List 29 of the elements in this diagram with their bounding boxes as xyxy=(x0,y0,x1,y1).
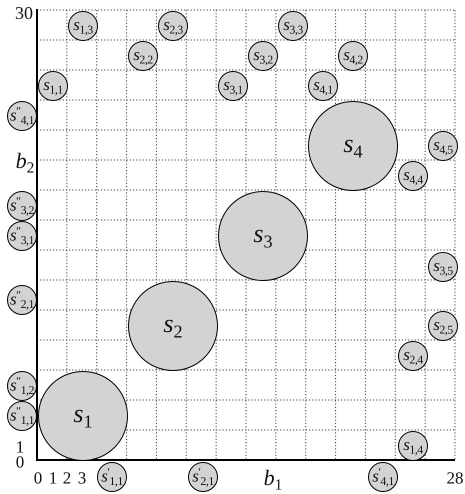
circle-node: s$_{2,3}$ xyxy=(158,11,188,41)
circle-node: s$_{3}$ xyxy=(218,191,308,281)
circle-node: s$_{3,1}$ xyxy=(218,71,248,101)
circle-node: s$_{4,2}$ xyxy=(338,41,368,71)
axis-tick-label: 0 xyxy=(16,454,24,470)
circle-node: s$_{1,3}$ xyxy=(68,11,98,41)
circle-node: s$_{2}$ xyxy=(128,281,218,371)
circle-node: s$_{4,4}$ xyxy=(398,161,428,191)
circle-node: s$_{2,2}$ xyxy=(128,41,158,71)
axis-tick-label: 1 xyxy=(48,470,58,486)
circle-node: s$_{2,4}$ xyxy=(398,341,428,371)
axis-tick-label: 30 xyxy=(15,4,33,22)
axis-label: b$_{1}$ xyxy=(264,467,282,493)
circle-node: s$_{4}$ xyxy=(308,101,398,191)
axis-tick-label: 0 xyxy=(34,470,42,486)
circle-node: s$_{4,1}$ xyxy=(308,71,338,101)
circle-node: s$_{1,1}$ xyxy=(38,71,68,101)
circle-node: s$_{4,5}$ xyxy=(428,131,458,161)
circle-node: s$_{2,5}$ xyxy=(428,311,458,341)
circle-node: s$_{1}$ xyxy=(38,371,128,461)
circle-node: s$_{3,3}$ xyxy=(278,11,308,41)
axis-tick-label: 1 xyxy=(16,438,24,456)
circle-node: s$_{3,2}$ xyxy=(248,41,278,71)
axis-label: b$_{2}$ xyxy=(16,150,34,176)
axis-tick-label: 2 xyxy=(62,470,72,486)
axis-tick-label: 28 xyxy=(446,470,464,486)
axis-tick-label: 3 xyxy=(78,470,86,486)
circle-node: s$_{3,5}$ xyxy=(428,252,458,282)
circle-node: s$_{1,4}$ xyxy=(398,431,428,461)
